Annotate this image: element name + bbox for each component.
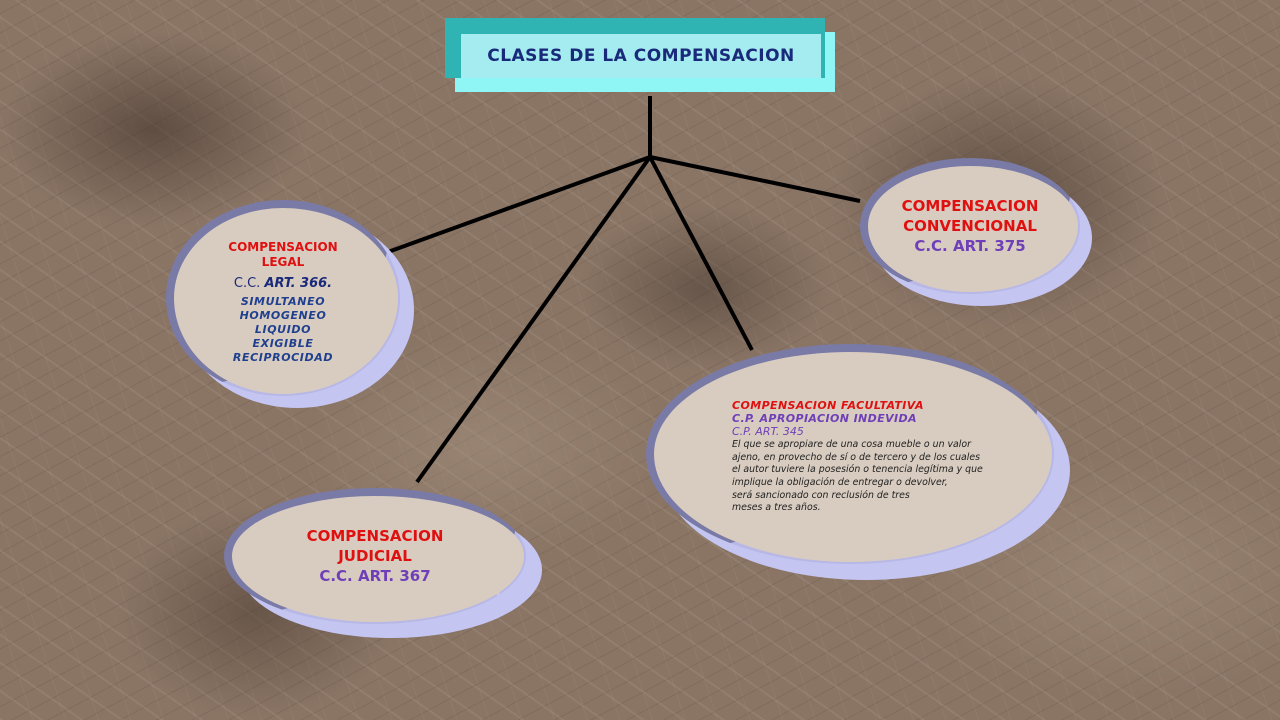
list-item: EXIGIBLE	[252, 336, 314, 350]
node-article: C.C. ART. 367	[319, 567, 431, 585]
ellipse-face	[224, 488, 526, 624]
node-compensacion-facultativa: COMPENSACION FACULTATIVA C.P. APROPIACIO…	[646, 344, 1070, 580]
list-item: SIMULTANEO	[240, 294, 326, 308]
node-compensacion-convencional: COMPENSACION CONVENCIONAL C.C. ART. 375	[860, 158, 1092, 306]
list-item: RECIPROCIDAD	[232, 350, 334, 364]
diagram-title: CLASES DE LA COMPENSACION	[487, 46, 795, 66]
article-number: ART. 366.	[264, 275, 333, 291]
node-heading: COMPENSACION LEGAL	[228, 239, 338, 269]
connector-hub-legal	[387, 155, 651, 254]
node-body-text: El que se apropiare de una cosa mueble o…	[732, 439, 983, 514]
node-content: COMPENSACION CONVENCIONAL C.C. ART. 375	[860, 158, 1080, 294]
node-heading-line2: CONVENCIONAL	[903, 217, 1037, 235]
node-article: C.C. ART. 375	[914, 237, 1026, 255]
ellipse-face	[646, 344, 1054, 564]
connector-hub-judicial	[415, 155, 652, 484]
title-box: CLASES DE LA COMPENSACION	[445, 18, 825, 78]
node-heading: COMPENSACION FACULTATIVA	[732, 399, 924, 413]
node-text-block: COMPENSACION FACULTATIVA C.P. APROPIACIO…	[732, 399, 1052, 515]
node-compensacion-legal: COMPENSACION LEGAL C.C. ART. 366. SIMULT…	[166, 200, 414, 408]
node-article: C.P. ART. 345	[732, 425, 804, 439]
list-item: LIQUIDO	[254, 322, 312, 336]
node-heading-line1: COMPENSACION	[901, 197, 1039, 215]
node-compensacion-judicial: COMPENSACION JUDICIAL C.C. ART. 367	[224, 488, 542, 638]
connector-hub-facultativa	[648, 156, 754, 351]
title-inner: CLASES DE LA COMPENSACION	[461, 34, 821, 78]
node-heading-line2: JUDICIAL	[338, 547, 412, 565]
node-subheading: C.P. APROPIACION INDEVIDA	[732, 412, 917, 426]
ellipse-face	[166, 200, 400, 396]
node-heading-line1: COMPENSACION	[306, 527, 444, 545]
ellipse-face	[860, 158, 1080, 294]
node-content: COMPENSACION LEGAL C.C. ART. 366. SIMULT…	[166, 200, 400, 396]
node-article: C.C. ART. 366.	[234, 276, 332, 291]
article-prefix: C.C.	[233, 275, 261, 291]
node-content: COMPENSACION JUDICIAL C.C. ART. 367	[224, 488, 526, 624]
node-content: COMPENSACION FACULTATIVA C.P. APROPIACIO…	[646, 344, 1054, 564]
list-item: HOMOGENEO	[239, 308, 327, 322]
connector-hub-convencional	[649, 155, 861, 203]
